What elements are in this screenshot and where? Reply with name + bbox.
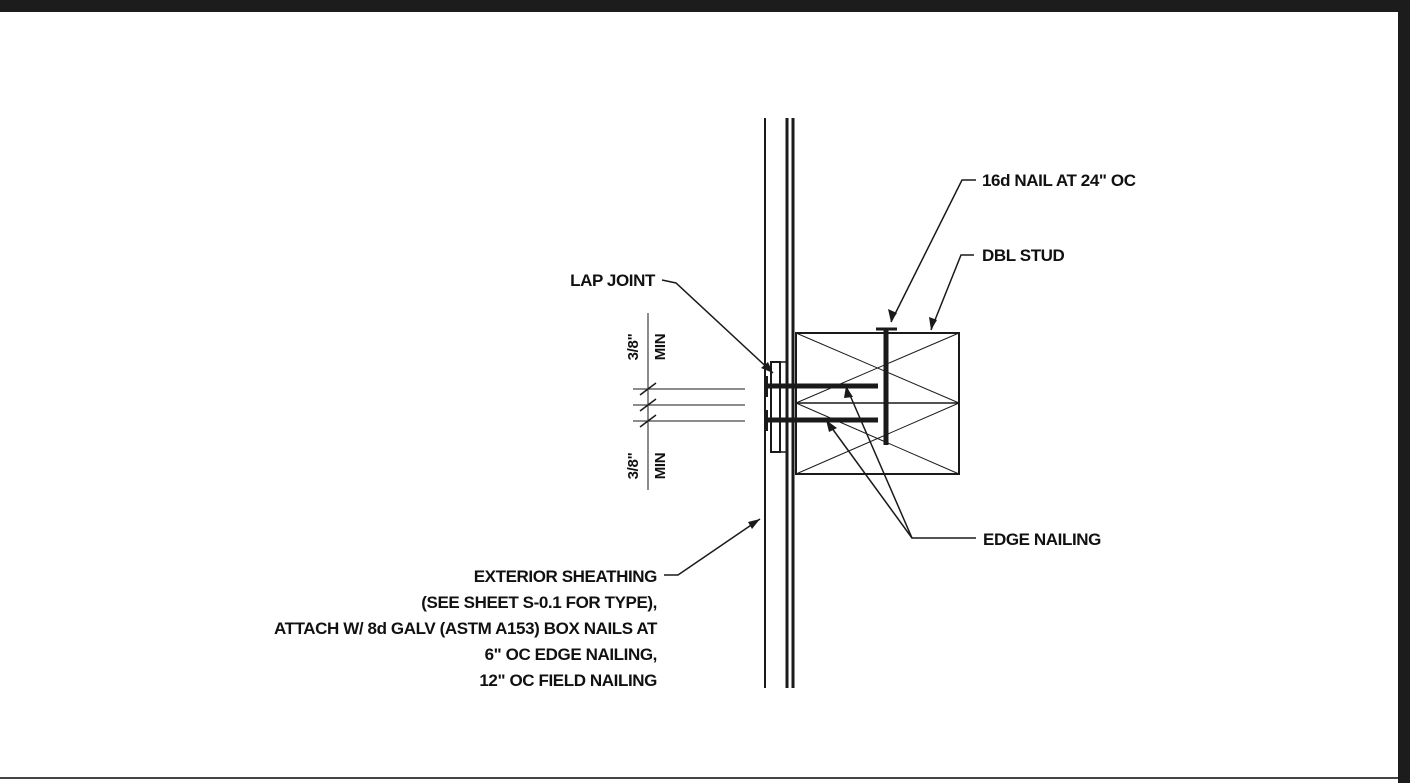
bottom-dimension-qualifier: MIN (652, 453, 669, 480)
sheathing-note-line: EXTERIOR SHEATHING (474, 567, 657, 586)
lap-joint-plates (770, 361, 788, 453)
sheathing-note-line: 12" OC FIELD NAILING (479, 671, 657, 690)
right-border-band (1398, 0, 1410, 783)
dimension-lines (633, 313, 745, 490)
lap-joint-label: LAP JOINT (570, 271, 656, 290)
double-stud (795, 332, 960, 475)
top-border-band (0, 0, 1410, 12)
sheathing-note-line: (SEE SHEET S-0.1 FOR TYPE), (421, 593, 657, 612)
leader-lines (661, 179, 976, 576)
nail-16d-label: 16d NAIL AT 24" OC (982, 171, 1136, 190)
bottom-dimension-value: 3/8" (625, 452, 642, 479)
top-dimension-qualifier: MIN (652, 334, 669, 361)
sheathing-note-line: ATTACH W/ 8d GALV (ASTM A153) BOX NAILS … (274, 619, 658, 638)
dbl-stud-label: DBL STUD (982, 246, 1065, 265)
edge-nail-upper (764, 376, 878, 397)
edge-nailing-label: EDGE NAILING (983, 530, 1101, 549)
top-dimension-value: 3/8" (625, 333, 642, 360)
edge-nail-lower (764, 410, 878, 431)
nail-16d (876, 327, 897, 445)
sheathing-note-line: 6" OC EDGE NAILING, (485, 645, 657, 664)
sheathing-note: EXTERIOR SHEATHING (SEE SHEET S-0.1 FOR … (274, 567, 658, 690)
